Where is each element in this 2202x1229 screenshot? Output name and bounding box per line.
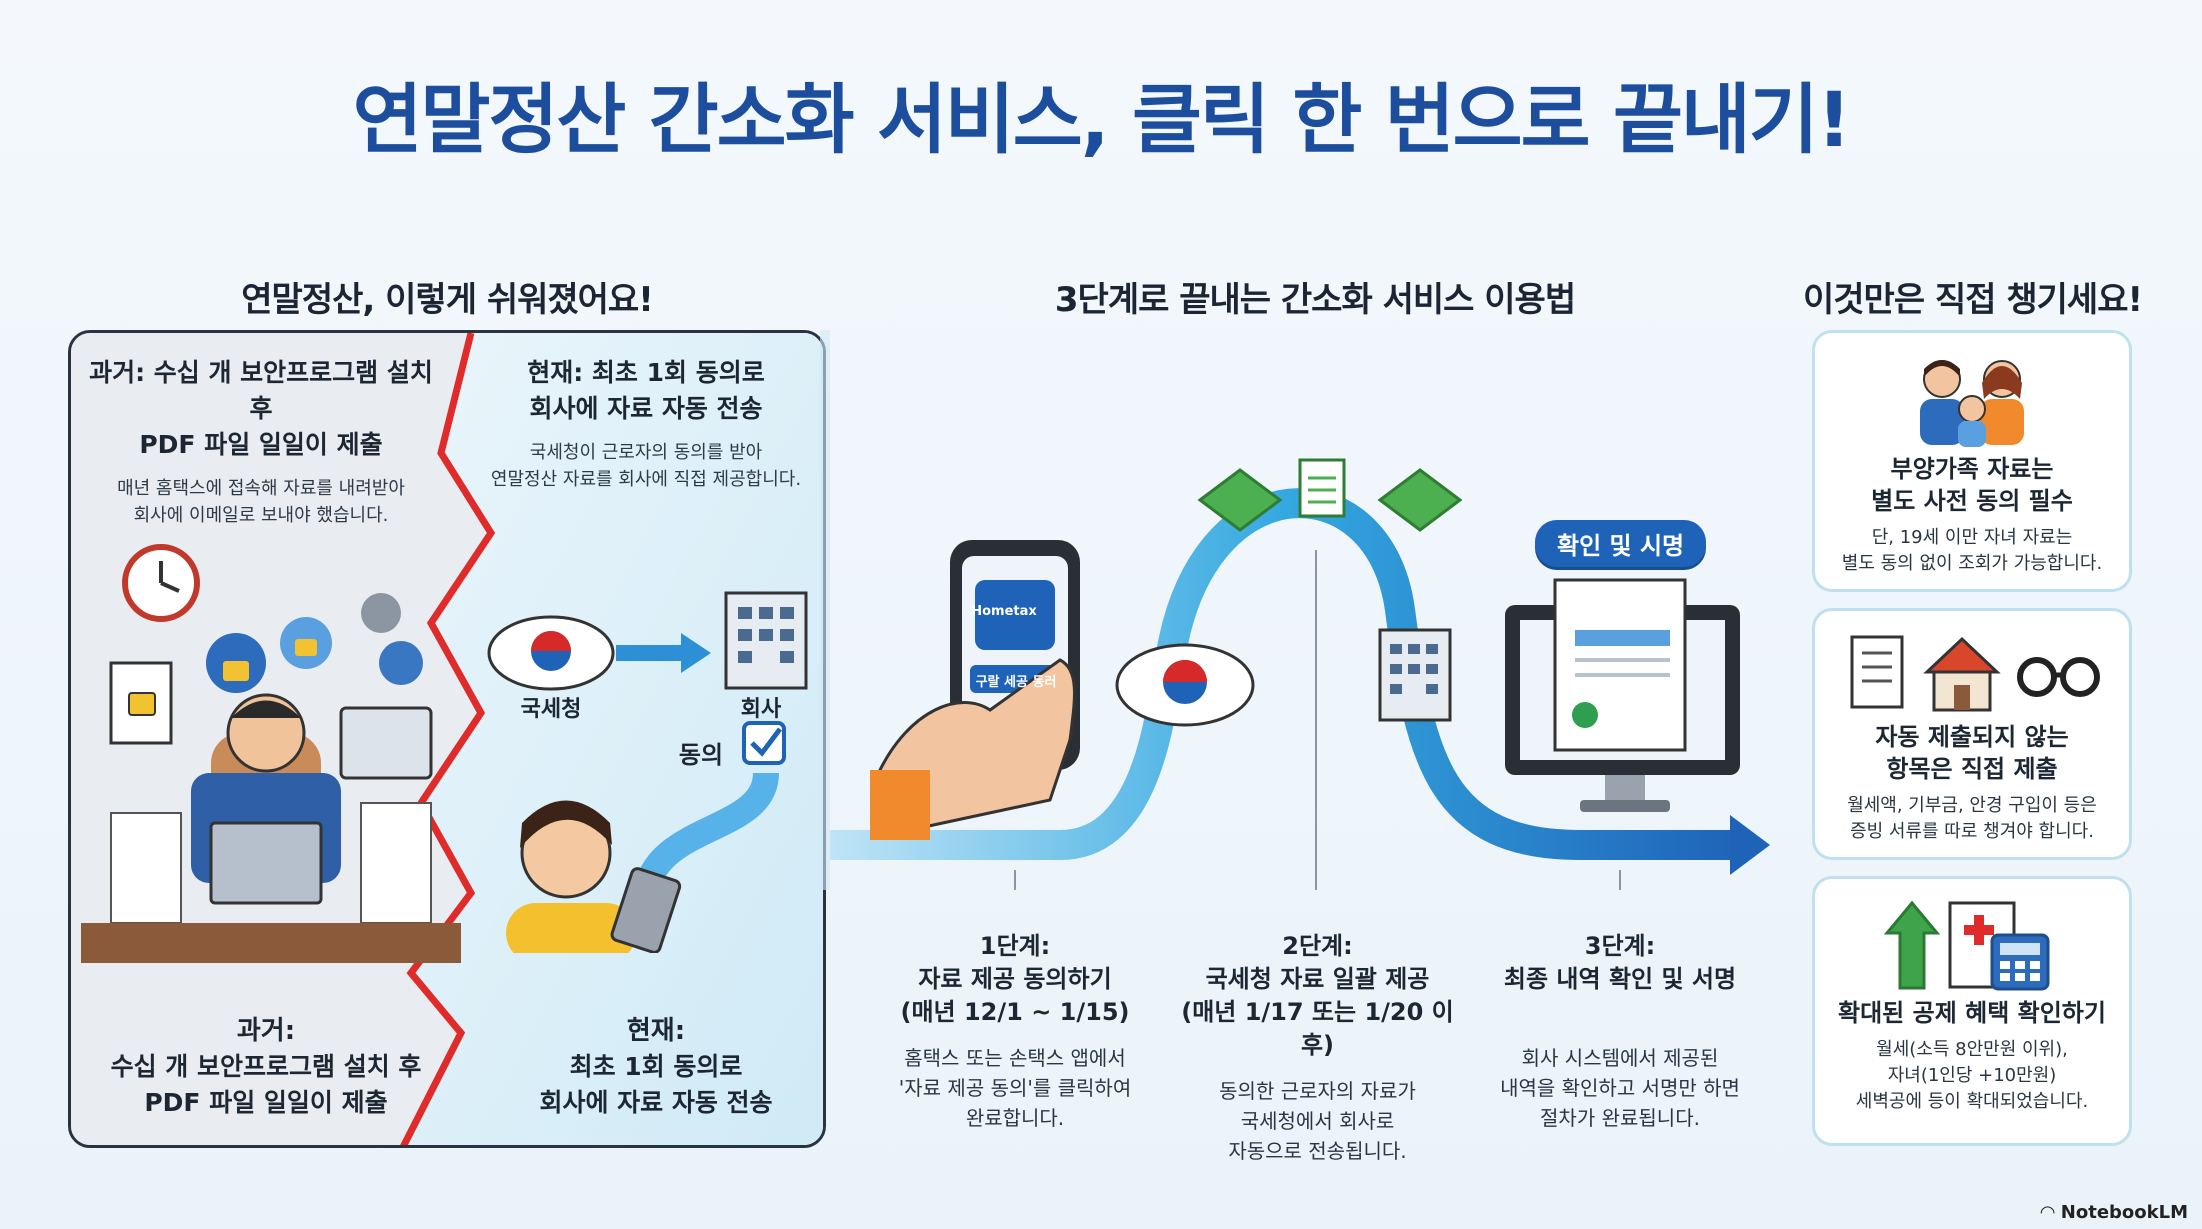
- nts-label: 국세청: [520, 697, 582, 722]
- up-arrow-icon: [1883, 900, 1941, 990]
- medical-document-icon: [1948, 901, 2016, 989]
- past-heading-line2: PDF 파일 일일이 제출: [139, 430, 383, 459]
- phone-app-name: Hometax: [971, 604, 1037, 619]
- calculator-icon: [1990, 933, 2050, 991]
- now-desc-line2: 연말정산 자료를 회사에 직접 제공합니다.: [490, 469, 802, 490]
- card1-desc-line1: 단, 19세 이만 자녀 자료는: [1871, 527, 2073, 548]
- now-bottom-line3: 회사에 자료 자동 전송: [539, 1088, 773, 1117]
- now-bottom-line2: 최초 1회 동의로: [569, 1052, 743, 1081]
- now-heading-line2: 회사에 자료 자동 전송: [529, 394, 763, 423]
- past-bottom-line2: 수십 개 보안프로그램 설치 후: [110, 1052, 422, 1081]
- past-desc-line2: 회사에 이메일로 보내야 했습니다.: [133, 505, 389, 526]
- card3-desc-line1: 월세(소득 8안만원 이위),: [1876, 1039, 2068, 1060]
- step1-label: 1단계:: [979, 932, 1051, 960]
- stressed-worker-illustration: [81, 544, 461, 963]
- past-bottom-line3: PDF 파일 일일이 제출: [144, 1088, 388, 1117]
- step2-desc-line1: 동의한 근로자의 자료가: [1219, 1079, 1416, 1103]
- card-manual-submission: 자동 제출되지 않는 항목은 직접 제출 월세액, 기부금, 안경 구입이 등은…: [1812, 608, 2132, 860]
- card1-title-line2: 별도 사전 동의 필수: [1871, 487, 2073, 515]
- step3-desc-line2: 내역을 확인하고 서명만 하면: [1500, 1076, 1740, 1100]
- auto-transfer-illustration: [487, 591, 808, 953]
- phone-illustration: [870, 540, 1080, 840]
- company-label: 회사: [740, 697, 782, 722]
- brand-label: NotebookLM: [2060, 1202, 2188, 1223]
- step3-label: 3단계:: [1584, 932, 1656, 960]
- step3-title: 최종 내역 확인 및 서명: [1503, 965, 1737, 993]
- card1-title-line1: 부양가족 자료는: [1890, 455, 2054, 483]
- consent-checkbox-icon: [742, 721, 786, 765]
- step2-text: 2단계: 국세청 자료 일괄 제공 (매년 1/17 또는 1/20 이후) 동…: [1170, 930, 1465, 1166]
- arrow-document-calculator-icons: [1883, 900, 2050, 991]
- middle-section-heading: 3단계로 끝내는 간소화 서비스 이용법: [1054, 280, 1576, 320]
- card3-desc-line2: 자녀(1인당 +10만원): [1887, 1065, 2057, 1086]
- card-expanded-deductions: 확대된 공제 혜택 확인하기 월세(소득 8안만원 이위), 자녀(1인당 +1…: [1812, 876, 2132, 1146]
- now-heading-line1: 현재: 최초 1회 동의로: [527, 358, 765, 387]
- step1-desc-line3: 완료합니다.: [965, 1106, 1065, 1130]
- comparison-panel: 과거: 수십 개 보안프로그램 설치 후 PDF 파일 일일이 제출 매년 홈택…: [68, 330, 826, 1148]
- card2-desc-line1: 월세액, 기부금, 안경 구입이 등은: [1847, 795, 2097, 816]
- company-building-icon: [1378, 628, 1452, 722]
- step2-title: 국세청 자료 일괄 제공: [1205, 965, 1430, 993]
- page-title: 연말정산 간소화 서비스, 클릭 한 번으로 끝내기!: [352, 75, 1852, 164]
- right-section-heading: 이것만은 직접 챙기세요!: [1803, 280, 2143, 320]
- step3-text: 3단계: 최종 내역 확인 및 서명 회사 시스템에서 제공된 내역을 확인하고…: [1480, 930, 1760, 1133]
- card1-desc-line2: 별도 동의 없이 조회가 가능합니다.: [1841, 553, 2103, 574]
- family-icon: [1920, 360, 2024, 447]
- envelope-icon: [1197, 468, 1283, 532]
- step1-title: 자료 제공 동의하기: [918, 965, 1112, 993]
- card-dependent-consent: 부양가족 자료는 별도 사전 동의 필수 단, 19세 이만 자녀 자료는 별도…: [1812, 330, 2132, 592]
- step2-label: 2단계:: [1282, 932, 1353, 960]
- receipt-house-glasses-icons: [1850, 635, 2100, 712]
- step2-period: (매년 1/17 또는 1/20 이후): [1181, 998, 1454, 1059]
- step2-desc-line3: 자동으로 전송됩니다.: [1228, 1139, 1407, 1163]
- step1-text: 1단계: 자료 제공 동의하기 (매년 12/1 ~ 1/15) 홈택스 또는 …: [880, 930, 1150, 1133]
- past-bottom-title: 과거:: [236, 1016, 296, 1046]
- consent-label: 동의: [678, 741, 724, 769]
- past-heading-line1: 과거: 수십 개 보안프로그램 설치 후: [89, 358, 433, 423]
- document-icon: [1298, 458, 1346, 518]
- flow-arrow-head: [1730, 815, 1770, 875]
- receipt-icon: [1850, 635, 1904, 709]
- step1-period: (매년 12/1 ~ 1/15): [900, 998, 1130, 1026]
- envelope-icon: [1377, 468, 1463, 532]
- past-desc-line1: 매년 홈택스에 접속해 자료를 내려받아: [117, 478, 405, 499]
- house-icon: [1923, 636, 2001, 712]
- step3-desc-line1: 회사 시스템에서 제공된: [1521, 1046, 1719, 1070]
- confirm-sign-badge: 확인 및 시명: [1535, 520, 1707, 567]
- card2-title-line1: 자동 제출되지 않는: [1875, 723, 2069, 751]
- notebooklm-brand: ◠ NotebookLM: [2041, 1202, 2188, 1223]
- nts-cloud-icon: [487, 615, 615, 691]
- monitor-illustration: [1505, 578, 1740, 812]
- card2-desc-line2: 증빙 서류를 따로 챙겨야 합니다.: [1850, 821, 2094, 842]
- step2-desc-line2: 국세청에서 회사로: [1240, 1109, 1395, 1133]
- woman-with-tablet-illustration: [506, 800, 682, 953]
- company-building-icon: [724, 591, 808, 690]
- step3-desc-line3: 절차가 완료됩니다.: [1540, 1106, 1700, 1130]
- left-section-heading: 연말정산, 이렇게 쉬워졌어요!: [241, 280, 653, 320]
- now-bottom-title: 현재:: [626, 1016, 686, 1046]
- phone-consent-button: 구랄 세공 동러: [975, 675, 1057, 690]
- process-flow-diagram: [820, 330, 1770, 890]
- card3-desc-line3: 세벽공에 등이 확대되었습니다.: [1855, 1091, 2089, 1112]
- notebooklm-logo-icon: ◠: [2040, 1202, 2061, 1223]
- nts-cloud-icon: [1115, 643, 1255, 727]
- step1-desc-line2: '자료 제공 동의'를 클릭하여: [898, 1076, 1132, 1100]
- card2-title-line2: 항목은 직접 제출: [1886, 755, 2058, 783]
- step1-desc-line1: 홈택스 또는 손택스 앱에서: [904, 1046, 1126, 1070]
- card3-title: 확대된 공제 혜택 확인하기: [1838, 999, 2106, 1027]
- glasses-icon: [2017, 657, 2100, 697]
- now-desc-line1: 국세청이 근로자의 동의를 받아: [529, 442, 763, 463]
